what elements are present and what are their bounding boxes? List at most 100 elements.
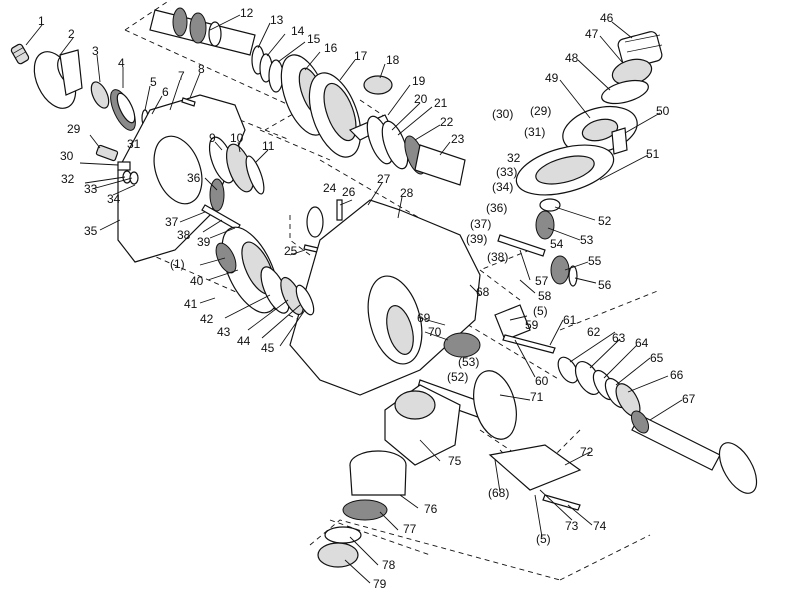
label-(52): (52) xyxy=(447,370,468,384)
part-50-bolt xyxy=(611,127,628,155)
label-51: 51 xyxy=(646,147,660,161)
label-32: 32 xyxy=(61,172,75,186)
part-67-axle-shaft xyxy=(630,410,758,494)
label-47: 47 xyxy=(585,27,599,41)
part-11-ring xyxy=(245,155,265,195)
part-59-block xyxy=(494,304,531,341)
part-33-ring xyxy=(129,171,139,185)
part-51-ring-gear xyxy=(515,144,615,196)
part-75-differential xyxy=(384,384,461,466)
label-55: 55 xyxy=(588,254,602,268)
label-(5)-lower: (5) xyxy=(536,532,551,546)
label-61: 61 xyxy=(563,313,577,327)
label-8: 8 xyxy=(198,62,205,76)
part-17-gear xyxy=(308,72,362,158)
label-39: 39 xyxy=(197,235,211,249)
label-64: 64 xyxy=(635,336,649,350)
label-16: 16 xyxy=(324,41,338,55)
label-20: 20 xyxy=(414,92,428,106)
label-79: 79 xyxy=(373,577,387,591)
label-(31): (31) xyxy=(524,125,545,139)
label-3: 3 xyxy=(92,44,99,58)
label-68: 68 xyxy=(476,285,490,299)
leader-lines xyxy=(25,14,683,584)
label-18: 18 xyxy=(386,53,400,67)
part-30-part xyxy=(117,161,131,171)
part-72-cover xyxy=(488,444,582,491)
label-19: 19 xyxy=(412,74,426,88)
part-4-gear xyxy=(110,89,136,131)
part-76-bearing xyxy=(349,450,407,496)
label-34: 34 xyxy=(107,192,121,206)
label-10: 10 xyxy=(230,131,244,145)
label-27: 27 xyxy=(377,172,391,186)
part-12-input-shaft xyxy=(149,7,256,56)
part-70-pinion-gear xyxy=(443,332,481,358)
label-4: 4 xyxy=(118,56,125,70)
label-46: 46 xyxy=(600,11,614,25)
part-44-ring xyxy=(295,284,315,316)
part-77-seal xyxy=(342,499,388,521)
label-60: 60 xyxy=(535,374,549,388)
label-40: 40 xyxy=(190,274,204,288)
part-61-bolt xyxy=(502,334,556,354)
label-75: 75 xyxy=(448,454,462,468)
part-24-ring xyxy=(306,206,324,238)
part-55-gear xyxy=(550,255,570,285)
label-67: 67 xyxy=(682,392,696,406)
label-(30): (30) xyxy=(492,107,513,121)
part-79-gear xyxy=(317,542,359,568)
part-52-washer xyxy=(539,198,561,212)
part-53-gear xyxy=(535,210,555,240)
label-(34): (34) xyxy=(492,180,513,194)
label-24: 24 xyxy=(323,181,337,195)
label-70: 70 xyxy=(428,325,442,339)
part-56-washer xyxy=(568,265,578,287)
label-30: 30 xyxy=(60,149,74,163)
label-57: 57 xyxy=(535,274,549,288)
label-15: 15 xyxy=(307,32,321,46)
label-26: 26 xyxy=(342,185,356,199)
part-8-bolt xyxy=(181,97,196,107)
part-25-bolt xyxy=(303,244,319,253)
label-32-right: 32 xyxy=(507,151,521,165)
label-49: 49 xyxy=(545,71,559,85)
label-35: 35 xyxy=(84,224,98,238)
label-41: 41 xyxy=(184,297,198,311)
label-(36): (36) xyxy=(486,201,507,215)
part-labels: 1 2 3 4 5 6 7 8 9 10 11 12 13 14 15 16 1… xyxy=(38,6,696,591)
label-72: 72 xyxy=(580,445,594,459)
label-6: 6 xyxy=(162,85,169,99)
label-56: 56 xyxy=(598,278,612,292)
label-(37): (37) xyxy=(470,217,491,231)
part-48-ring xyxy=(601,79,649,105)
label-29: 29 xyxy=(67,122,81,136)
label-45: 45 xyxy=(261,341,275,355)
label-23: 23 xyxy=(451,132,465,146)
part-78-ring xyxy=(324,526,362,544)
label-2: 2 xyxy=(68,27,75,41)
part-2-flange xyxy=(33,49,83,109)
label-(33): (33) xyxy=(496,165,517,179)
part-62-ring xyxy=(557,356,579,384)
label-76: 76 xyxy=(424,502,438,516)
part-29-plug xyxy=(95,144,119,162)
label-33: 33 xyxy=(84,182,98,196)
label-21: 21 xyxy=(434,96,448,110)
part-36-gear xyxy=(209,178,225,212)
label-12: 12 xyxy=(240,6,254,20)
label-28: 28 xyxy=(400,186,414,200)
label-38: 38 xyxy=(177,228,191,242)
label-(1): (1) xyxy=(170,257,185,271)
part-23-shaft xyxy=(414,144,466,186)
part-18-cap xyxy=(363,75,393,95)
label-52: 52 xyxy=(598,214,612,228)
label-(68): (68) xyxy=(488,486,509,500)
label-25: 25 xyxy=(284,244,298,258)
label-(39): (39) xyxy=(466,232,487,246)
label-59: 59 xyxy=(525,318,539,332)
label-43: 43 xyxy=(217,325,231,339)
part-3-seal xyxy=(90,81,110,109)
